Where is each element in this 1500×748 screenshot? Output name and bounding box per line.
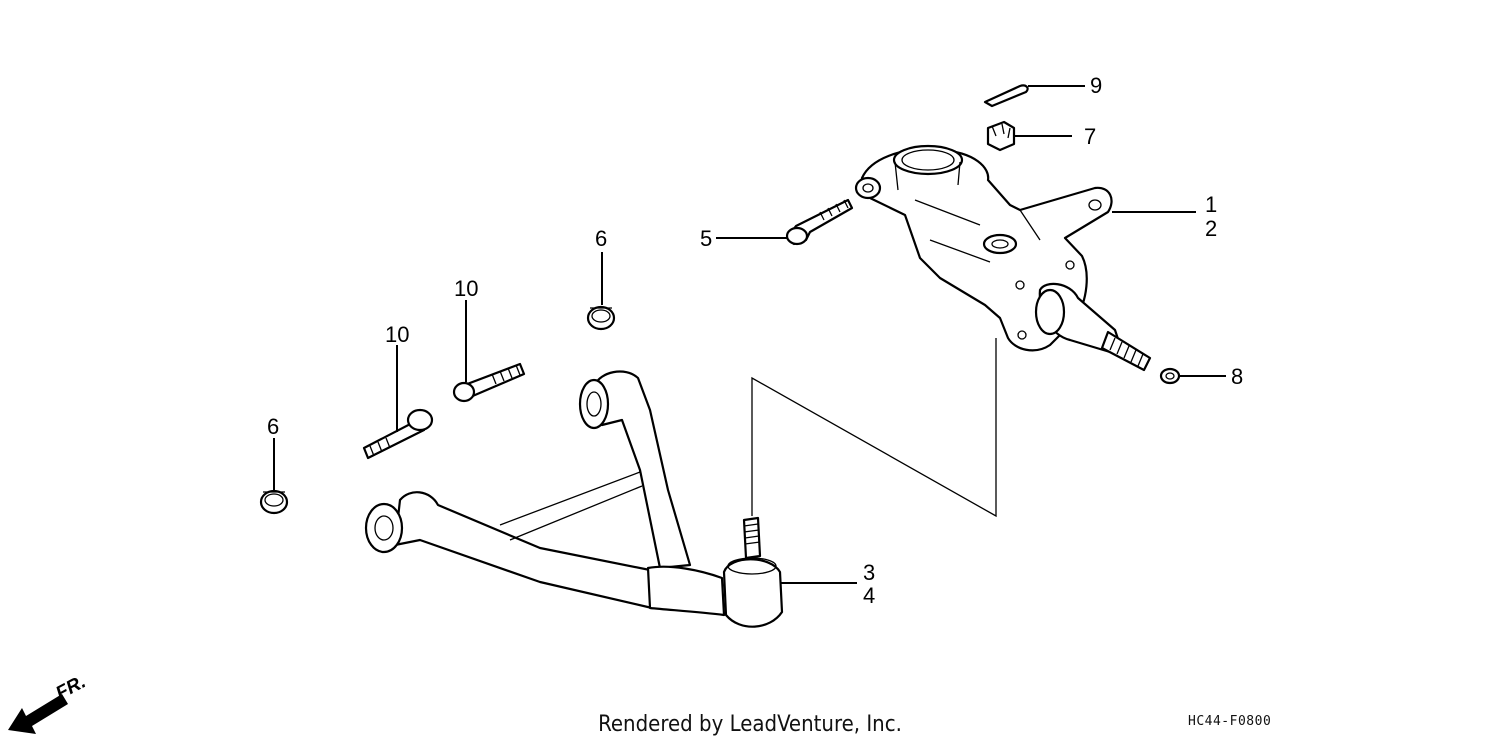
callout-6-lower: 6 [267,414,279,439]
lower-a-arm [364,370,784,628]
flange-bolt [785,198,854,246]
steering-knuckle [854,144,1152,372]
callout-4: 4 [863,583,875,608]
callout-5: 5 [700,226,712,251]
callout-7: 7 [1084,124,1096,149]
cotter-pin [983,84,1029,108]
callout-6-upper: 6 [595,226,607,251]
callout-10-lower: 10 [385,322,409,347]
callout-1: 1 [1205,192,1217,217]
callout-2: 2 [1205,216,1217,241]
nut-6-upper [586,305,616,331]
callout-9: 9 [1090,73,1102,98]
callout-3: 3 [863,560,875,585]
callout-10-upper: 10 [454,276,478,301]
bolt-10-upper [452,362,526,403]
diagram-code: HC44-F0800 [1188,714,1272,729]
nut-6-lower [259,489,289,515]
footer-credit: Rendered by LeadVenture, Inc. [598,712,902,737]
leader-lines [273,85,1226,584]
front-arrow-icon [8,694,68,734]
callout-8: 8 [1231,364,1243,389]
callout-labels: 9 7 1 2 5 8 6 10 10 6 3 4 [267,73,1243,608]
castle-nut [986,120,1016,152]
nut-8 [1159,367,1181,385]
bolt-10-lower [362,408,434,460]
